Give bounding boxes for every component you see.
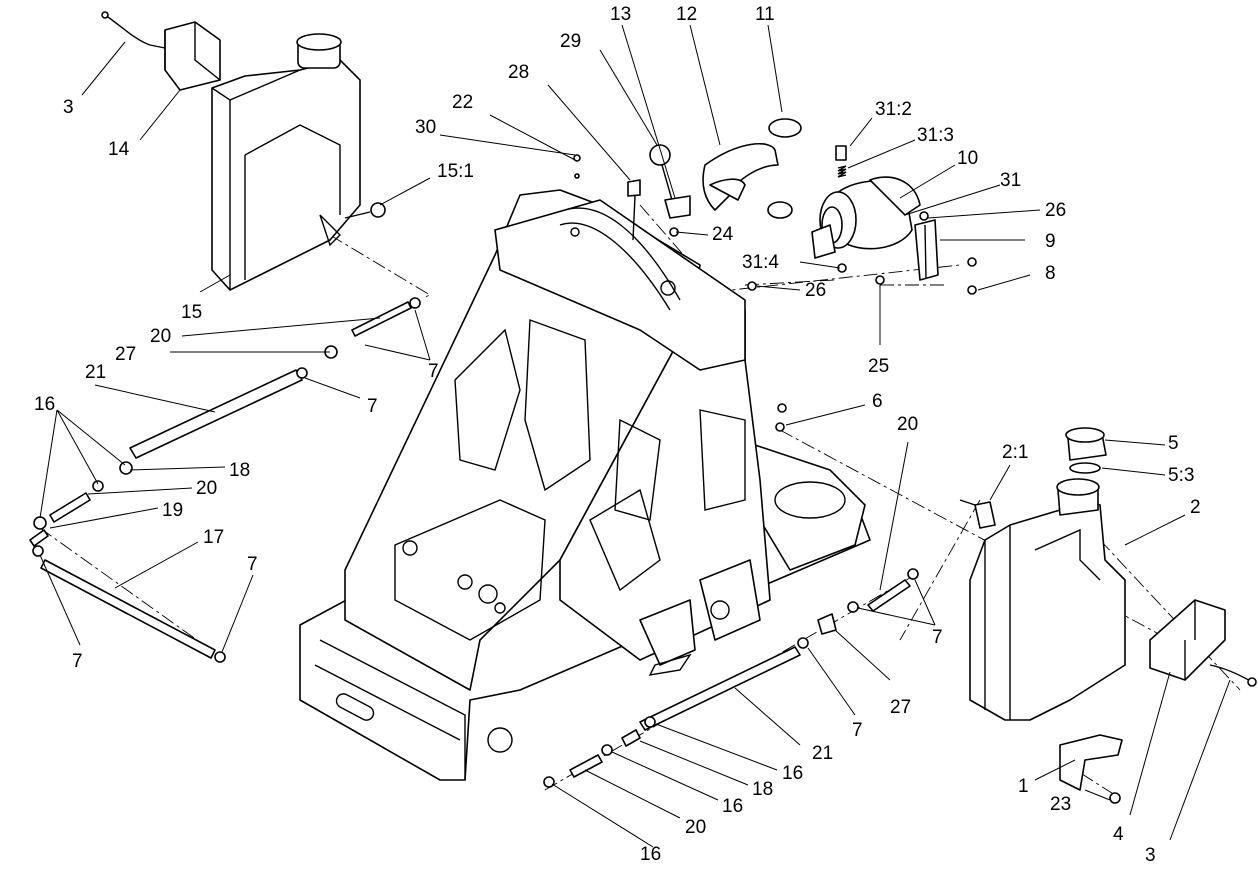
- callout-labels: 3 14 15 15:1 20 27 7 21 7 16 18 20 19 17…: [34, 4, 1201, 866]
- bolts-right: [747, 211, 977, 432]
- right-cable-3: [1209, 664, 1257, 687]
- main-frame: [299, 189, 871, 781]
- right-bracket-4: [1149, 599, 1226, 681]
- callout-15-1: 15:1: [437, 161, 474, 182]
- callout-2: 2: [1190, 497, 1201, 518]
- callout-29: 29: [560, 31, 581, 52]
- right-tube-20: [817, 568, 919, 635]
- callout-18-left: 18: [229, 460, 250, 481]
- callout-7-lower-left: 7: [72, 651, 83, 672]
- callout-18-right: 18: [752, 779, 773, 800]
- callout-28: 28: [508, 62, 529, 83]
- right-tube-21: [639, 637, 809, 731]
- right-tank: [969, 478, 1126, 721]
- callout-20-right: 20: [897, 414, 918, 435]
- left-tube-20: [351, 297, 421, 337]
- spring-31-3: [835, 145, 847, 178]
- fitting-15-1: [344, 202, 386, 219]
- callout-7-lower-right: 7: [852, 720, 863, 741]
- callout-16-left: 16: [34, 394, 55, 415]
- callout-16-right-upper: 16: [782, 763, 803, 784]
- callout-26-lower: 26: [805, 280, 826, 301]
- callout-17: 17: [203, 527, 224, 548]
- callout-20-mid-left: 20: [196, 478, 217, 499]
- tank-bracket-1: [1059, 734, 1123, 791]
- callout-7-right: 7: [932, 627, 943, 648]
- callout-5: 5: [1168, 433, 1179, 454]
- callout-2-1: 2:1: [1002, 442, 1028, 463]
- bolt-23: [1109, 792, 1121, 804]
- callout-16-right-lower: 16: [640, 844, 661, 865]
- callout-23: 23: [1050, 794, 1071, 815]
- callout-4: 4: [1113, 824, 1124, 845]
- callout-31: 31: [1000, 170, 1021, 191]
- callout-8: 8: [1045, 263, 1056, 284]
- callout-9: 9: [1045, 231, 1056, 252]
- callout-7-mid-left: 7: [367, 396, 378, 417]
- left-cable: [101, 11, 166, 49]
- fitting-2-1: [959, 499, 996, 529]
- left-bracket: [164, 21, 221, 91]
- left-tube-21: [129, 345, 338, 459]
- gasket-5-3: [1069, 462, 1101, 474]
- hose-clamp-11: [768, 118, 802, 138]
- callout-15: 15: [181, 302, 202, 323]
- callout-21-right: 21: [812, 743, 833, 764]
- callout-5-3: 5:3: [1168, 465, 1194, 486]
- callout-27-right: 27: [890, 697, 911, 718]
- fuel-cap-5: [1065, 427, 1107, 461]
- left-tank: [211, 33, 361, 291]
- callout-12: 12: [676, 4, 697, 25]
- callout-19: 19: [162, 500, 183, 521]
- callout-20-upper-left: 20: [150, 326, 171, 347]
- callout-31-3: 31:3: [917, 125, 954, 146]
- air-cleaner-body: [811, 176, 921, 259]
- callout-31-2: 31:2: [875, 99, 912, 120]
- callout-27-left: 27: [115, 344, 136, 365]
- callout-21-left: 21: [85, 362, 106, 383]
- cleaner-bracket-9: [914, 219, 939, 281]
- callout-7-upper-left: 7: [428, 361, 439, 382]
- callout-31-4: 31:4: [742, 252, 779, 273]
- throttle-lever: [573, 144, 691, 241]
- callout-3-left: 3: [63, 97, 74, 118]
- hose-clamp-lower: [767, 201, 793, 219]
- callout-1: 1: [1018, 776, 1029, 797]
- callout-20-lower-right: 20: [685, 817, 706, 838]
- callout-10: 10: [957, 148, 978, 169]
- callout-11: 11: [755, 4, 775, 25]
- callout-7-lower-left-end: 7: [247, 554, 258, 575]
- callout-3-right: 3: [1145, 845, 1156, 866]
- air-cleaner-hose: [702, 142, 779, 211]
- leader-lines: [39, 24, 1231, 848]
- left-hose-assy: [29, 461, 133, 557]
- callout-14: 14: [108, 139, 130, 160]
- callout-16-right-mid: 16: [722, 796, 743, 817]
- callout-6: 6: [872, 391, 883, 412]
- right-hose-assy: [543, 729, 641, 788]
- callout-30: 30: [415, 117, 436, 138]
- callout-24: 24: [712, 224, 734, 245]
- callout-22: 22: [452, 92, 473, 113]
- callout-26-upper: 26: [1045, 200, 1066, 221]
- left-tube-17: [40, 559, 226, 663]
- callout-13: 13: [610, 4, 631, 25]
- callout-25: 25: [868, 356, 889, 377]
